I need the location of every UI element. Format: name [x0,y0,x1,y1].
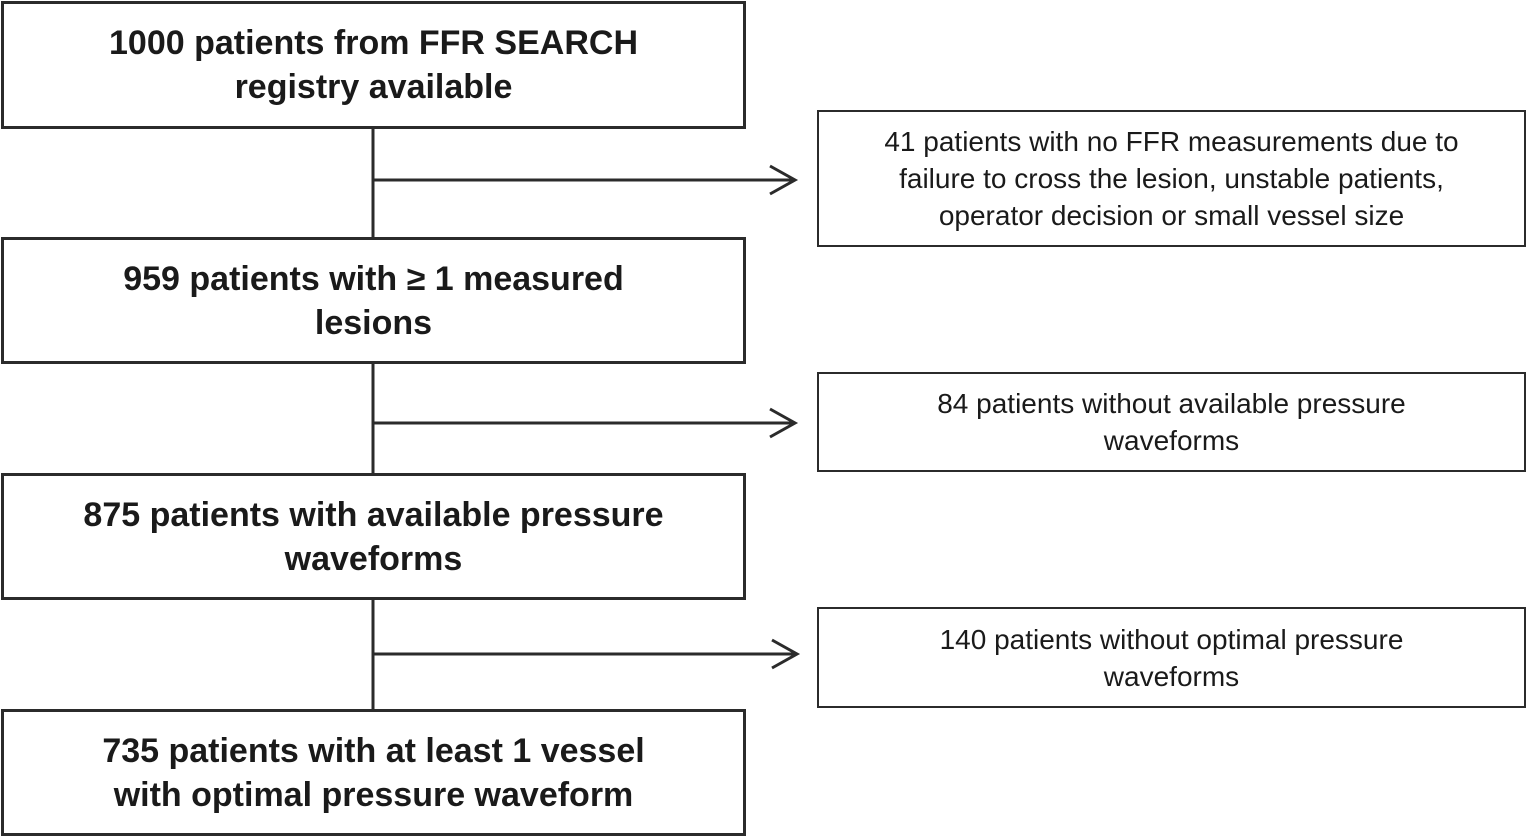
arrowhead-1 [769,164,799,196]
step-box-4: 735 patients with at least 1 vessel with … [1,709,746,836]
step-1-line-1: 1000 patients from FFR SEARCH [109,24,638,62]
step-1-line-2: registry available [234,68,513,106]
arrowhead-2 [769,407,799,439]
exclusion-1-line-3: operator decision or small vessel size [938,200,1405,231]
step-4-line-2: with optimal pressure waveform [113,775,634,814]
exclusion-1-line-2: failure to cross the lesion, unstable pa… [899,163,1444,194]
step-box-1: 1000 patients from FFR SEARCH registry av… [1,1,746,129]
step-3-line-1: 875 patients with available pressure [83,495,664,534]
step-3-line-2: waveforms [284,539,463,578]
step-4-line-1: 735 patients with at least 1 vessel [102,731,645,770]
exclusion-box-3: 140 patients without optimal pressure wav… [817,607,1526,708]
exclusion-box-2: 84 patients without available pressure wa… [817,372,1526,472]
exclusion-3-line-2: waveforms [1103,660,1240,692]
exclusion-3-line-1: 140 patients without optimal pressure [939,623,1404,655]
exclusion-1-line-1: 41 patients with no FFR measurements due… [884,126,1459,157]
step-box-3: 875 patients with available pressure wave… [1,473,746,600]
step-2-line-2: lesions [314,303,433,342]
exclusion-box-1: 41 patients with no FFR measurements due… [817,110,1526,247]
exclusion-2-line-2: waveforms [1103,425,1240,456]
exclusion-2-line-1: 84 patients without available pressure [937,388,1406,419]
step-box-2: 959 patients with ≥ 1 measured lesions [1,237,746,364]
step-2-line-1: 959 patients with ≥ 1 measured [123,259,624,298]
arrowhead-3 [771,638,801,670]
